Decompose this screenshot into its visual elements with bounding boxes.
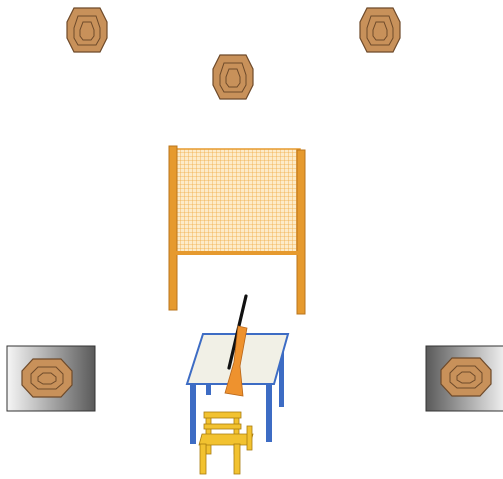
bench-leg-front-left [190,382,196,444]
chair [198,411,254,475]
net-post-left [168,145,178,311]
chair-front-leg-left [199,443,207,475]
chair-rear-right-leg [246,425,253,451]
target-center [212,54,254,100]
target-left [66,7,108,53]
chair-backrest-top [203,411,242,419]
chair-seat [198,433,254,446]
net-screen [168,145,306,315]
target-right [359,7,401,53]
chair-front-leg-right [233,443,241,475]
chair-backrest-mid [203,423,242,430]
net-mesh [175,148,301,255]
side-box-left-target [21,358,73,398]
net-bottom-bar [176,251,300,255]
net-post-right [296,149,306,315]
bench-leg-back-right [279,335,284,407]
side-box-right-target [440,357,492,397]
rifle-stock [224,325,248,397]
rifle [224,294,248,397]
bench-leg-front-right [266,382,272,442]
side-box-right [425,345,503,412]
side-box-left [6,345,96,412]
